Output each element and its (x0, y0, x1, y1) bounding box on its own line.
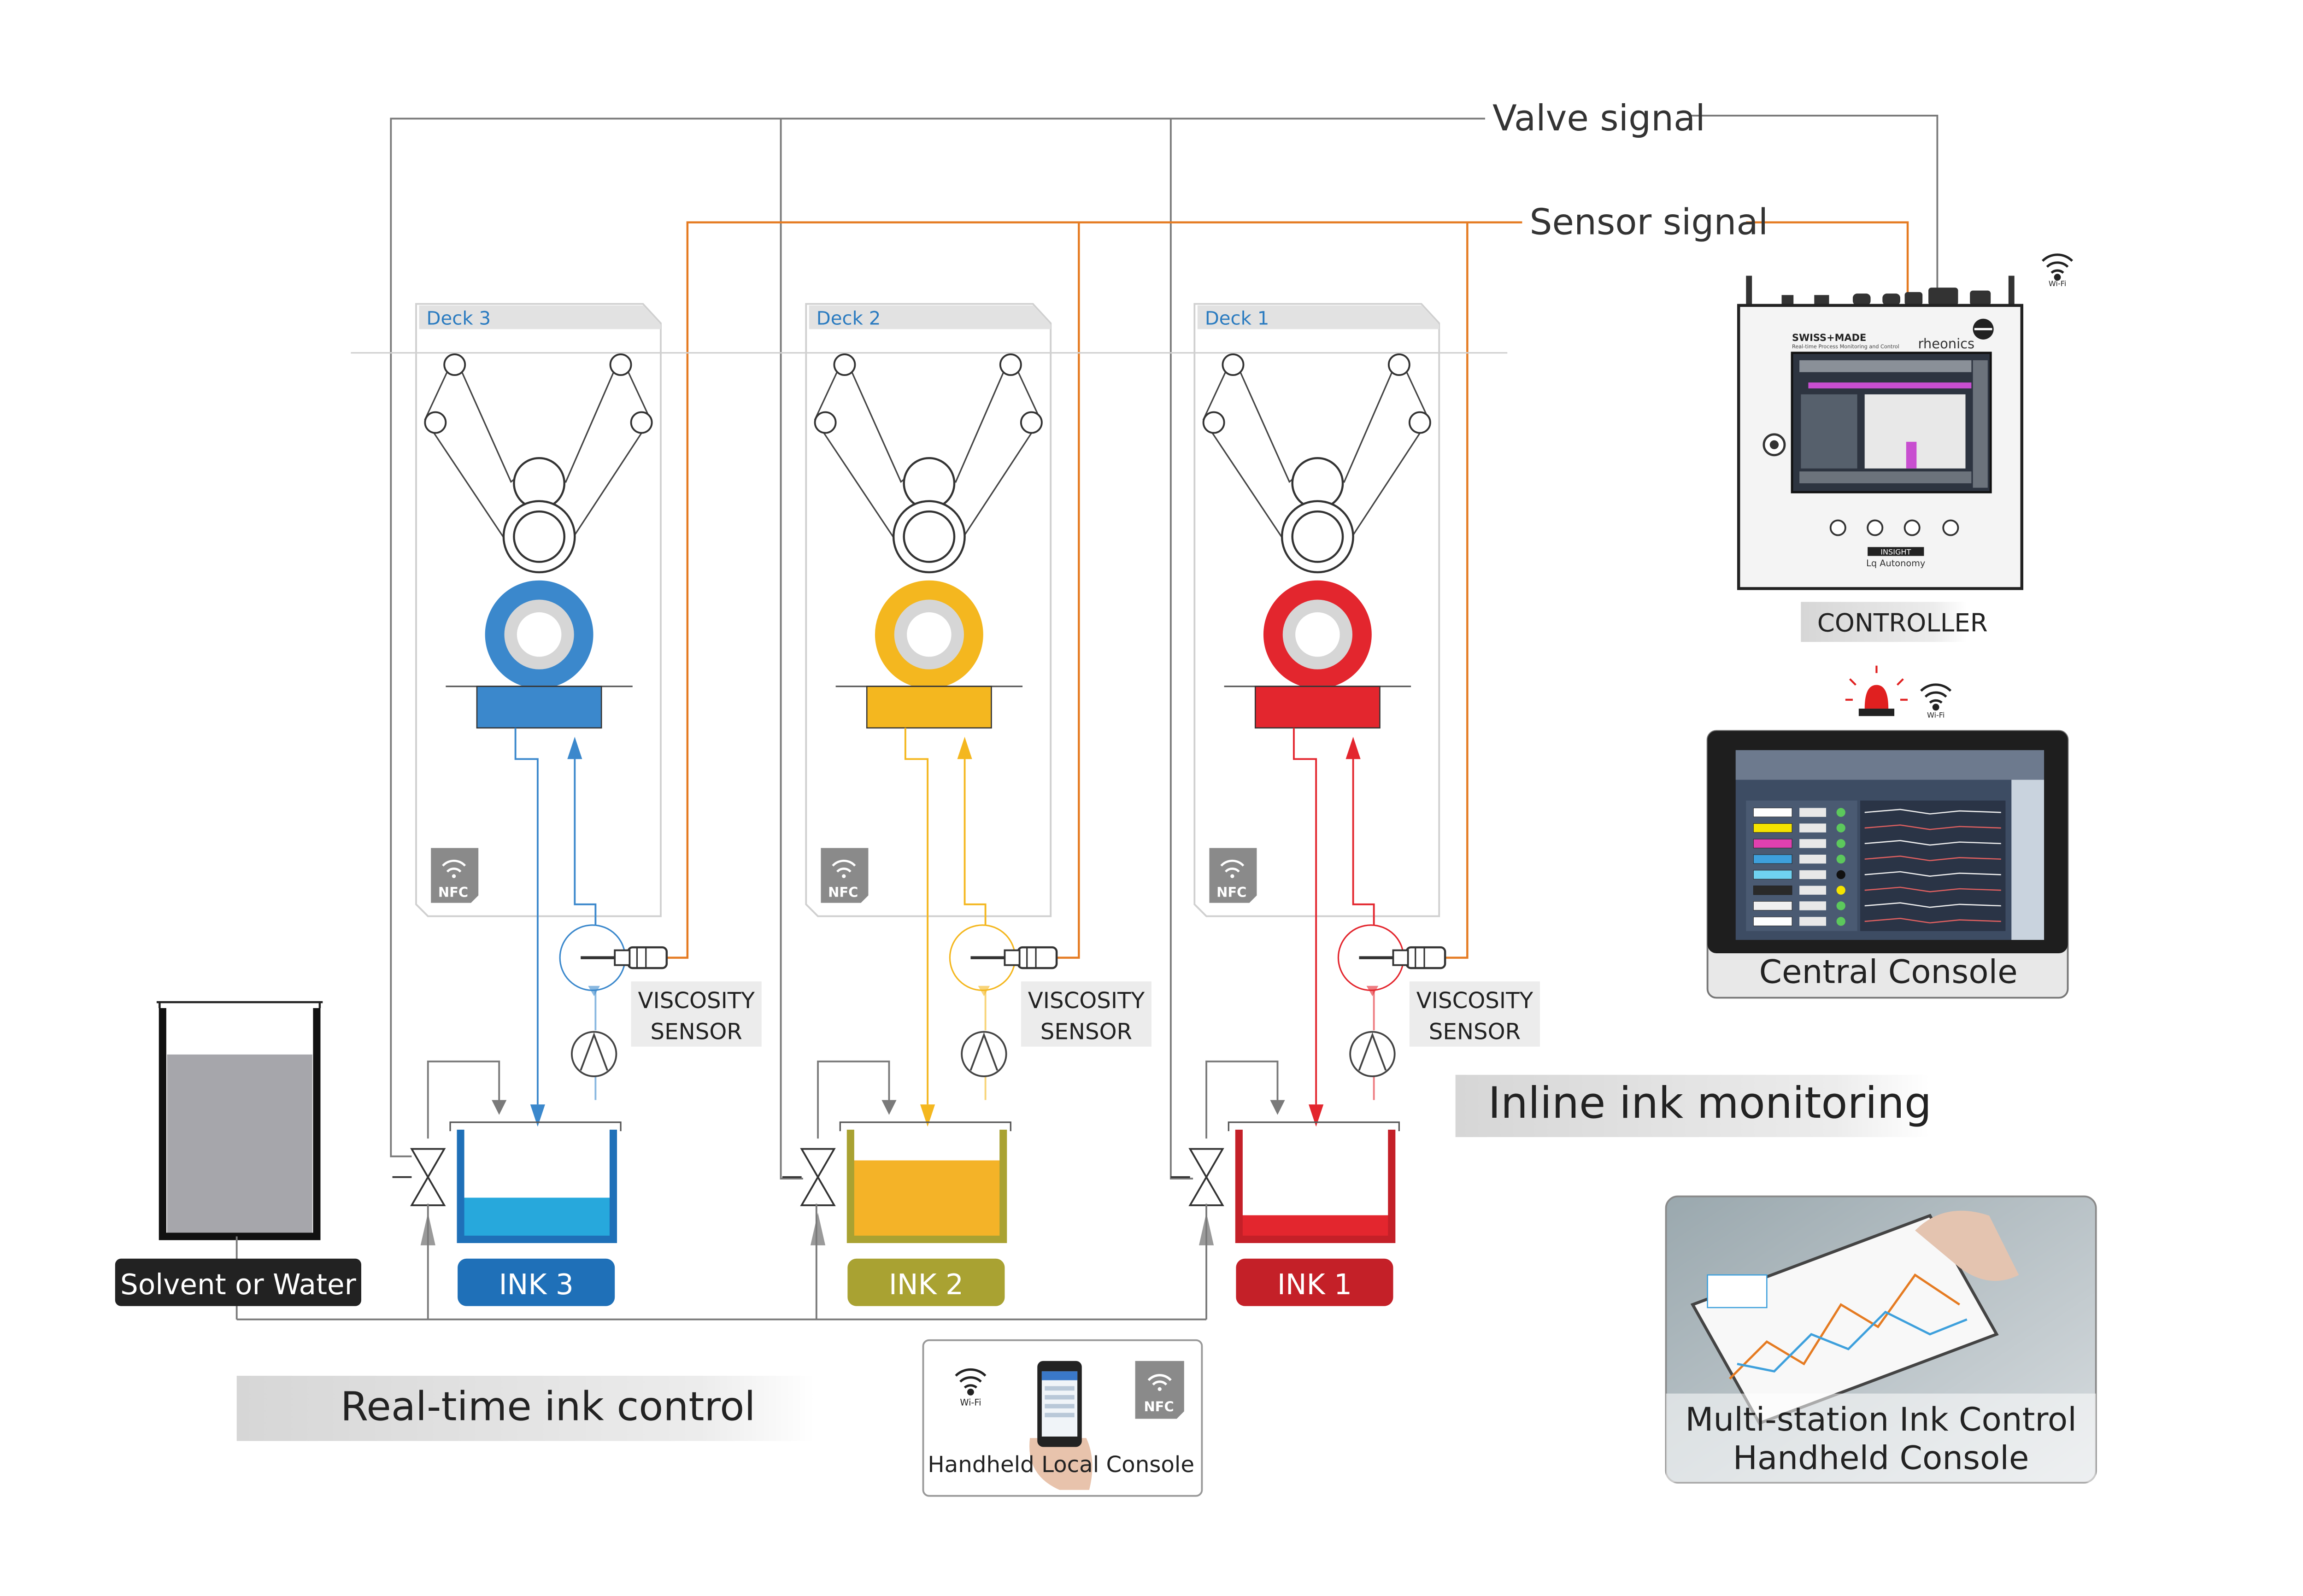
deck-2: Deck 2 NFC VISCOSITY SENSOR INK 2 (782, 303, 1152, 1306)
rheonics-logo-icon (1973, 318, 1994, 340)
central-console-wifi-icon (1920, 683, 1952, 711)
viscosity-sensor-label-line2: SENSOR (1429, 1019, 1521, 1045)
valve-icon (392, 1148, 446, 1206)
nfc-icon: NFC (821, 848, 869, 903)
controller-wifi-icon (2041, 253, 2074, 281)
handheld-wifi-label: Wi-Fi (960, 1397, 981, 1408)
nfc-icon: NFC (1209, 848, 1257, 903)
pump-icon (1349, 1031, 1396, 1077)
multistation-caption-line2: Handheld Console (1733, 1439, 2029, 1477)
deck-3: Deck 3 NFC VISCOSITY SENSOR INK 3 (392, 303, 762, 1306)
viscosity-sensor-label-line2: SENSOR (651, 1019, 742, 1045)
handheld-local-console: Wi-Fi NFC Handheld Local Console (922, 1339, 1203, 1497)
deck-label: Deck 2 (817, 308, 881, 329)
svg-text:NFC: NFC (438, 885, 468, 900)
controller-swiss-made: SWISS+MADE (1792, 332, 1866, 343)
valve-icon (1170, 1148, 1224, 1206)
sensor-signal-label: Sensor signal (1530, 201, 1768, 243)
handheld-nfc-icon: NFC (1135, 1361, 1184, 1419)
controller-wifi-label: Wi-Fi (2049, 279, 2066, 288)
handheld-wifi-icon (955, 1368, 987, 1396)
ink-label: INK 2 (889, 1268, 963, 1301)
viscosity-sensor-icon (970, 946, 1058, 969)
valve-signal-lines (390, 115, 1939, 1179)
solvent-label: Solvent or Water (120, 1268, 357, 1301)
svg-text:NFC: NFC (1144, 1399, 1174, 1414)
valve-icon (782, 1148, 836, 1206)
multistation-tablet-photo (1665, 1195, 2097, 1484)
controller-tagline: Real-time Process Monitoring and Control (1792, 344, 1899, 350)
controller-autonomy: Lq Autonomy (1866, 558, 1925, 569)
viscosity-sensor-label-line1: VISCOSITY (1028, 988, 1145, 1014)
ink-tank (1235, 1129, 1396, 1244)
alarm-beacon-icon (1845, 665, 1908, 716)
deck-label: Deck 3 (427, 308, 491, 329)
ink-tank (457, 1129, 617, 1244)
ink-label: INK 3 (499, 1268, 574, 1301)
controller-insight: INSIGHT (1880, 547, 1911, 556)
nfc-icon: NFC (431, 848, 479, 903)
handheld-local-caption: Handheld Local Console (928, 1452, 1194, 1478)
deck-1: Deck 1 NFC VISCOSITY SENSOR INK 1 (1170, 303, 1540, 1306)
ink-label: INK 1 (1277, 1268, 1352, 1301)
viscosity-sensor-icon (581, 946, 668, 969)
svg-text:NFC: NFC (828, 885, 858, 900)
viscosity-sensor-label-line2: SENSOR (1040, 1019, 1132, 1045)
viscosity-sensor-icon (1359, 946, 1446, 969)
central-console-caption: Central Console (1759, 952, 2018, 991)
solvent-tank: Solvent or Water (115, 1001, 361, 1320)
controller-caption: CONTROLLER (1817, 608, 1988, 638)
valve-signal-label: Valve signal (1492, 98, 1705, 139)
multistation-caption-line1: Multi-station Ink Control (1685, 1400, 2077, 1438)
inline-ink-monitoring-caption: Inline ink monitoring (1488, 1078, 1932, 1128)
pump-icon (570, 1031, 617, 1077)
controller-unit: SWISS+MADE Real-time Process Monitoring … (1737, 276, 2023, 590)
deck-label: Deck 1 (1205, 308, 1269, 329)
central-console-wifi-label: Wi-Fi (1927, 710, 1945, 719)
svg-text:NFC: NFC (1216, 885, 1246, 900)
controller-brand: rheonics (1918, 336, 1975, 352)
viscosity-sensor-label-line1: VISCOSITY (638, 988, 755, 1014)
viscosity-sensor-label-line1: VISCOSITY (1416, 988, 1533, 1014)
realtime-ink-control-caption: Real-time ink control (341, 1384, 756, 1430)
ink-tank (846, 1129, 1007, 1244)
sensor-signal-lines (665, 221, 1909, 959)
pump-icon (961, 1031, 1007, 1077)
